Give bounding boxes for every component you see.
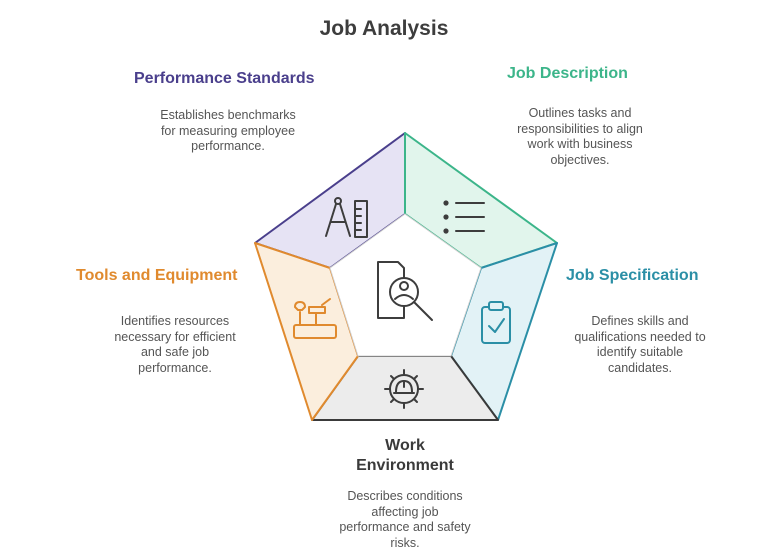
desc-line: Identifies resources — [120, 314, 230, 328]
compass-ruler-icon — [325, 197, 368, 238]
desc-line: performance. — [138, 360, 212, 375]
list-icon — [443, 200, 485, 234]
diagram-title: Job Analysis — [319, 17, 449, 40]
desc-line: qualifications needed to — [574, 329, 706, 344]
desc-line: for measuring employee — [160, 123, 296, 138]
desc-line: identify suitable — [596, 345, 684, 359]
desc-line: performance. — [191, 139, 265, 153]
heading-performance-standards: Performance Standards — [134, 70, 315, 87]
desc-line: Defines skills and — [591, 314, 689, 328]
heading-job-description: Job Description — [507, 65, 628, 82]
desc-line: risks. — [390, 535, 420, 550]
desc-line: affecting job — [371, 504, 439, 519]
toolbox-icon — [293, 298, 337, 339]
desc-line: work with business — [527, 137, 633, 151]
description-work-environment: Describes conditions affecting job perfo… — [320, 489, 490, 551]
desc-line: performance and safety — [339, 520, 471, 534]
heading-job-specification: Job Specification — [566, 267, 699, 284]
clipboard-check-icon — [481, 301, 511, 344]
gear-helmet-icon — [384, 369, 424, 409]
desc-line: Establishes benchmarks — [160, 108, 296, 122]
description-job-description: Outlines tasks and responsibilities to a… — [495, 106, 665, 168]
desc-line: objectives. — [550, 152, 610, 167]
desc-line: and safe job — [140, 345, 210, 359]
heading-work-environment-line-1: Work — [385, 437, 425, 454]
desc-line: necessary for efficient — [114, 329, 236, 344]
desc-line: candidates. — [608, 360, 672, 375]
desc-line: Describes conditions — [347, 489, 463, 503]
desc-line: Outlines tasks and — [528, 106, 632, 120]
description-performance-standards: Establishes benchmarks for measuring emp… — [143, 108, 313, 155]
description-job-specification: Defines skills and qualifications needed… — [555, 314, 725, 376]
heading-work-environment-line-2: Environment — [356, 457, 454, 474]
heading-work-environment: Work Environment — [330, 436, 480, 476]
description-tools-equipment: Identifies resources necessary for effic… — [90, 314, 260, 376]
person-search-icon — [377, 261, 433, 321]
desc-line: responsibilities to align — [517, 121, 643, 136]
heading-tools-equipment: Tools and Equipment — [76, 267, 238, 284]
